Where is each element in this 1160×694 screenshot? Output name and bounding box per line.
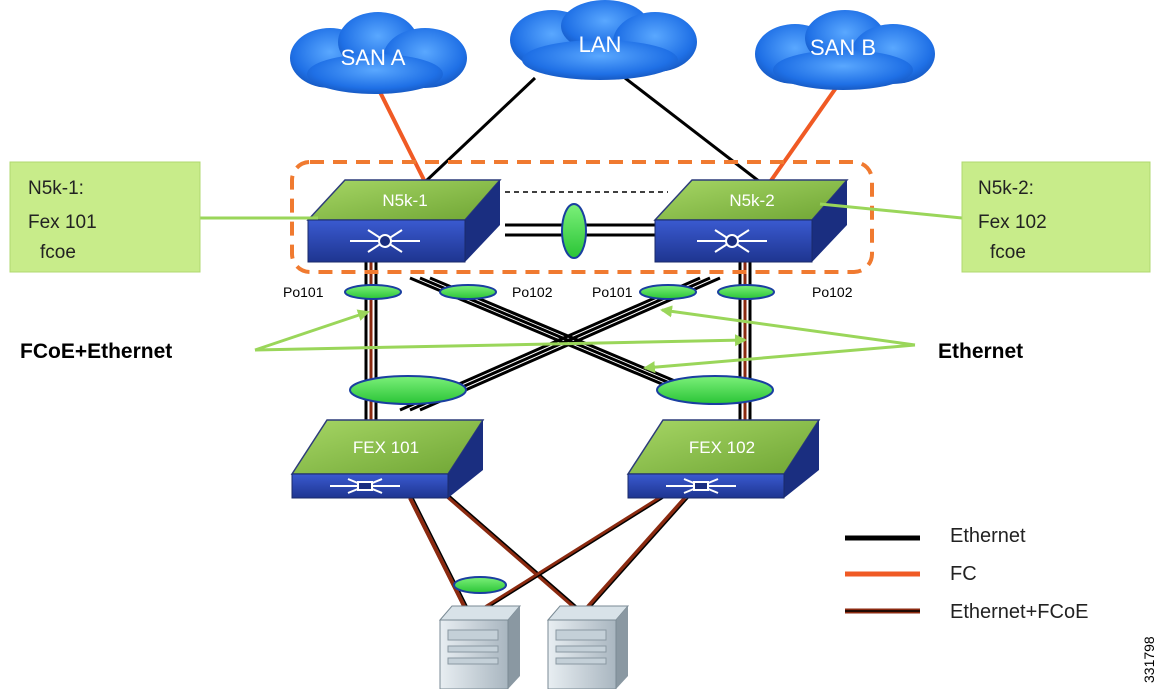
figure-id: 331798 xyxy=(1141,636,1157,683)
switch-label-fex101: FEX 101 xyxy=(353,438,419,457)
portchannel-label-n5k1-po101: Po101 xyxy=(283,284,324,300)
switch-emblem-icon xyxy=(697,229,767,253)
callout-n5k2-line3: fcoe xyxy=(990,242,1026,263)
cloud-label-san-b: SAN B xyxy=(810,35,876,60)
callout-n5k1-line2: Fex 101 xyxy=(28,212,97,233)
fex-server-links xyxy=(408,488,689,614)
switch-n5k1: N5k-1 xyxy=(306,179,502,263)
server-portchannel xyxy=(453,576,507,594)
fc-link-san-a xyxy=(376,87,427,183)
cloud-san-b: SAN B xyxy=(755,10,935,90)
legend: Ethernet FC Ethernet+FCoE xyxy=(845,525,1088,623)
fex101-portchannel xyxy=(349,375,467,405)
cloud-san-a: SAN A xyxy=(290,12,467,94)
fc-link-san-b xyxy=(768,83,840,184)
switch-emblem-icon xyxy=(666,478,736,494)
annotation-ethernet: Ethernet xyxy=(938,340,1023,363)
switch-emblem-icon xyxy=(350,229,420,253)
callout-n5k1: N5k-1: Fex 101 fcoe xyxy=(9,161,318,273)
vpc-domain-box xyxy=(290,160,874,274)
switch-emblem-icon xyxy=(330,478,400,494)
eth-link-lan-n5k1 xyxy=(423,76,537,184)
annotation-fcoe-ethernet: FCoE+Ethernet xyxy=(20,340,172,363)
portchannel-label-n5k2-po101: Po101 xyxy=(592,284,633,300)
n5k-portchannels xyxy=(344,284,775,300)
legend-label-ethernet: Ethernet xyxy=(950,525,1026,547)
callout-n5k1-line1: N5k-1: xyxy=(28,178,84,199)
server-2-icon xyxy=(546,605,630,690)
peer-link xyxy=(505,191,668,259)
switch-fex102: FEX 102 xyxy=(626,419,821,499)
annotation-arrows xyxy=(254,305,916,374)
switch-fex101: FEX 101 xyxy=(290,419,485,499)
switch-n5k2: N5k-2 xyxy=(653,179,849,263)
cloud-label-lan: LAN xyxy=(579,32,622,57)
cloud-label-san-a: SAN A xyxy=(341,45,406,70)
legend-label-fc: FC xyxy=(950,563,977,585)
portchannel-label-n5k2-po102: Po102 xyxy=(812,284,853,300)
server-1-icon xyxy=(438,605,522,690)
eth-link-lan-n5k2 xyxy=(624,76,761,184)
legend-label-ethernet-fcoe: Ethernet+FCoE xyxy=(950,601,1088,623)
cloud-lan: LAN xyxy=(510,0,697,80)
callout-n5k1-line3: fcoe xyxy=(40,242,76,263)
portchannel-label-n5k1-po102: Po102 xyxy=(512,284,553,300)
switch-label-n5k2: N5k-2 xyxy=(729,191,774,210)
callout-n5k2-line1: N5k-2: xyxy=(978,178,1034,199)
callout-n5k2-line2: Fex 102 xyxy=(978,212,1047,233)
switch-label-n5k1: N5k-1 xyxy=(382,191,427,210)
uplinks xyxy=(376,76,840,184)
peer-link-portchannel xyxy=(561,203,587,259)
fex102-portchannel xyxy=(656,375,774,405)
callout-n5k2: N5k-2: Fex 102 fcoe xyxy=(819,161,1151,273)
switch-label-fex102: FEX 102 xyxy=(689,438,755,457)
